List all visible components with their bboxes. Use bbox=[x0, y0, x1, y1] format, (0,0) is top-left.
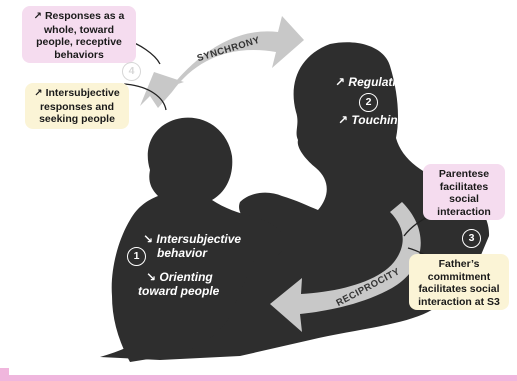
responses-line-1: Responses as a bbox=[44, 10, 125, 22]
leader-line-mid-left bbox=[123, 83, 167, 111]
bottom-stripe-accent bbox=[0, 368, 9, 381]
responses-line-3: people, receptive bbox=[36, 36, 122, 48]
orienting-label: ↘ Orienting bbox=[146, 270, 213, 284]
toward-people-label: toward people bbox=[138, 284, 220, 298]
behavior-label: behavior bbox=[157, 246, 208, 260]
arrow-up-right-icon: ↗ bbox=[33, 11, 43, 22]
regulation-text: Regulation Up bbox=[348, 75, 430, 89]
touching-label: ↗ Touching bbox=[338, 113, 405, 127]
commitment-line-3: facilitates social bbox=[418, 283, 500, 295]
child-silhouette bbox=[111, 117, 286, 363]
reciprocity-arrow bbox=[270, 202, 421, 332]
orienting-text: Orienting bbox=[159, 270, 213, 284]
commitment-line-1: Father’s bbox=[438, 258, 480, 270]
arrow-up-right-icon: ↗ bbox=[34, 88, 43, 99]
regulation-up-label: ↗ Regulation Up bbox=[335, 75, 430, 89]
step-3-marker: 3 bbox=[462, 229, 481, 248]
intersubjective-responses-box: ↗ Intersubjective responses and seeking … bbox=[25, 83, 129, 129]
arrow-up-right-icon: ↗ bbox=[338, 113, 349, 127]
arrow-up-right-icon: ↗ bbox=[335, 75, 346, 89]
commitment-line-2: commitment bbox=[427, 270, 491, 283]
parentese-line-3: social bbox=[449, 193, 479, 205]
intersubjective-line-3: seeking people bbox=[39, 113, 115, 125]
step-1-marker: 1 bbox=[127, 247, 146, 266]
responses-line-2: whole, toward bbox=[43, 23, 114, 36]
commitment-line-4: interaction at S3 bbox=[418, 295, 500, 308]
step-4-marker: 4 bbox=[122, 62, 141, 81]
arrow-down-right-icon: ↘ bbox=[146, 270, 157, 284]
parentese-line-2: facilitates bbox=[439, 180, 489, 193]
responses-box: ↗ Responses as a whole, toward people, r… bbox=[22, 6, 136, 63]
intersubjective-text: Intersubjective bbox=[156, 232, 242, 246]
intersubjective-line-1: Intersubjective bbox=[45, 87, 120, 99]
step-2-marker: 2 bbox=[359, 93, 378, 112]
responses-line-4: behaviors bbox=[54, 48, 104, 61]
arrow-down-right-icon: ↘ bbox=[143, 232, 154, 246]
parentese-line-1: Parentese bbox=[438, 168, 490, 180]
synchrony-arrow bbox=[140, 16, 304, 108]
father-commitment-box: Father’s commitment facilitates social i… bbox=[409, 254, 509, 310]
intersubjective-line-2: responses and bbox=[39, 100, 115, 113]
parentese-box: Parentese facilitates social interaction bbox=[423, 164, 505, 220]
bottom-stripe bbox=[0, 375, 517, 381]
parentese-line-4: interaction bbox=[437, 205, 491, 218]
touching-text: Touching bbox=[351, 113, 405, 127]
intersubjective-behavior-label: ↘ Intersubjective bbox=[143, 232, 241, 246]
